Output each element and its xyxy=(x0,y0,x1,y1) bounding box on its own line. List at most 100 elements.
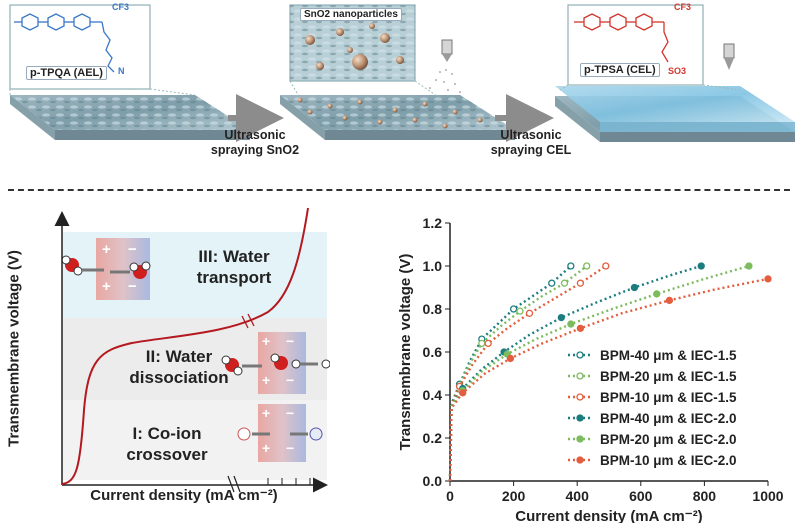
legend-marker xyxy=(576,393,584,401)
region-iii-line-2: transport xyxy=(196,268,272,287)
region-ii-line-2: dissociation xyxy=(129,368,229,387)
data-point xyxy=(557,313,565,322)
data-point xyxy=(745,262,753,270)
region-iii-label: III: Water transport xyxy=(184,246,284,288)
data-point xyxy=(653,290,661,298)
x-tick-label: 400 xyxy=(566,488,590,504)
data-point xyxy=(560,279,569,287)
data-point xyxy=(602,262,610,270)
y-tick-label: 0.8 xyxy=(423,301,443,317)
step-1-line-2: spraying SnO2 xyxy=(210,143,300,157)
x-axis-ticks xyxy=(267,478,311,485)
chart-xlabel: Current density (mA cm⁻²) xyxy=(515,508,702,523)
region-ii-label: II: Water dissociation xyxy=(118,346,240,388)
y-tick-label: 0.6 xyxy=(423,344,443,360)
data-point xyxy=(484,339,492,348)
cel-so3-label: SO3 xyxy=(668,66,687,76)
transport-arrow-icon xyxy=(82,268,318,436)
water-molecule-icon xyxy=(270,353,330,370)
x-tick-label: 1000 xyxy=(752,488,783,504)
schematic-ylabel: Transmembrane voltage (V) xyxy=(5,250,23,447)
legend-label: BPM-40 μm & IEC-2.0 xyxy=(600,411,737,426)
legend-label: BPM-10 μm & IEC-2.0 xyxy=(600,453,737,468)
minus-sign: − xyxy=(286,333,295,349)
y-tick-label: 1.0 xyxy=(423,258,443,274)
series-line-2 xyxy=(448,265,588,482)
minus-sign: − xyxy=(286,372,295,388)
schematic-xlabel: Current density (mA cm⁻²) xyxy=(90,487,278,504)
section-divider xyxy=(8,189,790,191)
bpm-slab xyxy=(555,86,795,142)
plus-sign: + xyxy=(262,372,271,388)
step-2-line-1: Ultrasonic xyxy=(500,128,562,142)
spray-nozzle-icon xyxy=(723,43,735,70)
co-ion-icon xyxy=(237,427,323,441)
ael-cf3-label: CF3 xyxy=(112,2,130,12)
data-point xyxy=(567,320,575,328)
region-i-label: I: Co-ion crossover xyxy=(112,423,222,465)
data-point xyxy=(459,389,467,397)
ael-label: p-TPQA (AEL) xyxy=(26,66,107,80)
sno2-slab xyxy=(280,95,515,140)
aem-slab xyxy=(10,95,250,140)
cel-label: p-TPSA (CEL) xyxy=(580,63,660,77)
plus-sign: + xyxy=(102,241,111,258)
ael-amine-label: N xyxy=(118,66,125,76)
ael-zoom-box xyxy=(9,4,196,96)
plus-sign: + xyxy=(102,278,111,295)
voltage-curve xyxy=(61,207,309,485)
step-1-line-1: Ultrasonic xyxy=(224,128,286,142)
plus-sign: + xyxy=(262,405,271,421)
data-point xyxy=(665,296,674,305)
y-tick-label: 0.4 xyxy=(423,387,443,403)
y-tick-label: 0.0 xyxy=(423,473,443,489)
water-molecule-icon xyxy=(61,255,83,276)
data-point xyxy=(506,354,515,363)
region-iii-line-1: III: Water xyxy=(198,247,270,266)
series-line-3 xyxy=(448,265,607,482)
water-molecule-icon xyxy=(129,261,151,279)
legend-label: BPM-40 μm & IEC-1.5 xyxy=(600,348,737,363)
step-1-label: Ultrasonic spraying SnO2 xyxy=(200,128,310,158)
data-point xyxy=(525,309,534,317)
legend-marker xyxy=(576,456,584,464)
step-2-line-2: spraying CEL xyxy=(490,143,572,157)
plus-sign: + xyxy=(262,440,271,456)
data-point xyxy=(509,305,518,313)
y-tick-label: 0.2 xyxy=(423,430,443,446)
minus-sign: − xyxy=(286,405,295,421)
chart-ylabel: Transmembrane voltage (V) xyxy=(397,254,414,451)
process-illustration xyxy=(9,4,795,142)
data-point xyxy=(478,339,486,348)
region-ii-line-1: II: Water xyxy=(145,347,213,366)
series-line-6 xyxy=(448,277,769,482)
legend-label: BPM-20 μm & IEC-2.0 xyxy=(600,432,737,447)
x-tick-label: 800 xyxy=(693,488,717,504)
legend-label: BPM-10 μm & IEC-1.5 xyxy=(600,390,737,405)
minus-sign: − xyxy=(128,241,137,258)
legend-marker xyxy=(576,435,584,443)
legend-label: BPM-20 μm & IEC-1.5 xyxy=(600,369,737,384)
water-molecule-icon xyxy=(221,355,243,376)
step-2-label: Ultrasonic spraying CEL xyxy=(476,128,586,158)
plus-sign: + xyxy=(262,333,271,349)
curve-break-icon xyxy=(241,313,255,329)
region-i-line-2: crossover xyxy=(126,445,208,464)
data-point xyxy=(567,262,575,270)
spray-nozzle-icon xyxy=(429,39,461,93)
legend-marker xyxy=(576,351,584,359)
data-point xyxy=(764,275,772,283)
x-tick-label: 600 xyxy=(629,488,653,504)
cel-cf3-label: CF3 xyxy=(674,2,692,12)
data-point xyxy=(516,307,524,315)
series-line-4 xyxy=(448,264,702,482)
region-i-line-1: I: Co-ion xyxy=(132,424,202,443)
minus-sign: − xyxy=(286,440,295,456)
data-point xyxy=(576,279,585,287)
x-tick-label: 0 xyxy=(446,488,454,504)
mechanism-schematic xyxy=(54,207,330,493)
data-point xyxy=(548,279,556,287)
x-axis-break-icon xyxy=(227,475,241,493)
data-point xyxy=(630,283,639,292)
